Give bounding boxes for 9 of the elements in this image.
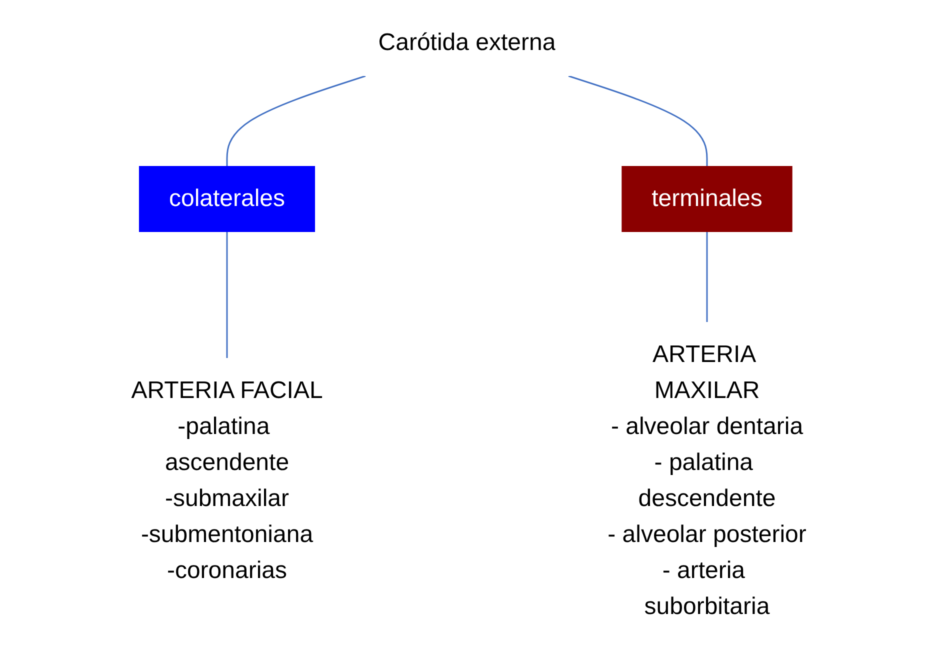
connector xyxy=(226,75,366,166)
node-box: terminales xyxy=(622,166,792,232)
node-text: ARTERIA FACIAL -palatina ascendente -submaxilar -submentoniana -coronarias xyxy=(131,377,323,584)
connector xyxy=(706,232,708,322)
connector xyxy=(226,232,228,358)
connector xyxy=(568,75,708,166)
node-text: Carótida externa xyxy=(378,29,556,56)
node-box: colaterales xyxy=(138,166,316,232)
node-text: ARTERIA MAXILAR - alveolar dentaria - palatina descendente - alveolar posterior - arteria suborbitaria xyxy=(608,341,806,620)
